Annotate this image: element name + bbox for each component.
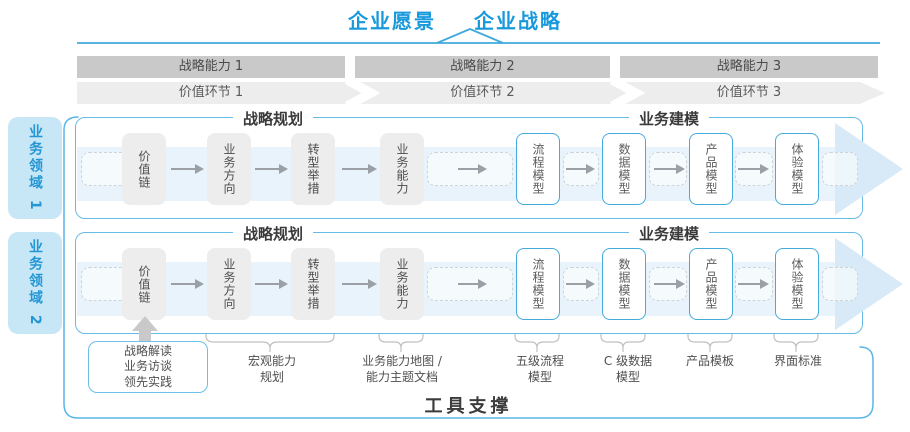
annotation-braces [205, 334, 819, 352]
box-process-model: 流程模型 [516, 248, 560, 320]
brace-icon [687, 334, 733, 352]
note-product-template: 产品模板 [686, 353, 734, 369]
arrow-right-icon [654, 164, 685, 174]
box-business-direction: 业务方向 [207, 133, 251, 205]
business-domain-row-1: 价值链 业务方向 转型举措 业务能力 流程模型 数据模型 产品模型 体验模型 战… [75, 108, 903, 219]
note-line: 规划 [259, 370, 285, 385]
note-data-model: C 级数据 模型 [604, 353, 652, 385]
box-value-chain: 价值链 [122, 248, 166, 320]
arrow-right-icon [566, 164, 595, 174]
arrow-right-icon [738, 279, 769, 289]
practice-line: 领先实践 [123, 374, 172, 389]
box-data-model: 数据模型 [602, 248, 646, 320]
box-experience-model: 体验模型 [775, 133, 819, 205]
value-chain-label-2: 价值环节 2 [450, 85, 515, 100]
box-business-capability: 业务能力 [380, 133, 424, 205]
box-product-model: 产品模型 [689, 133, 733, 205]
capability-bar-1: 战略能力 1 [77, 56, 345, 78]
note-line: 宏观能力 [247, 354, 297, 368]
capability-bar-3: 战略能力 3 [620, 56, 878, 78]
note-ui-standard: 界面标准 [774, 353, 822, 369]
header-title: 企业愿景 企业战略 [0, 5, 910, 34]
capability-bar-2: 战略能力 2 [355, 56, 610, 78]
arrow-right-icon [171, 164, 204, 174]
note-line: 业务能力地图 / [362, 354, 442, 368]
business-domain-row-2: 价值链 业务方向 转型举措 业务能力 流程模型 数据模型 产品模型 体验模型 战… [75, 223, 903, 334]
arrow-right-icon [458, 279, 487, 289]
arrow-right-icon [738, 164, 769, 174]
note-macro-capability: 宏观能力 规划 [248, 353, 296, 385]
note-line: 模型 [615, 370, 641, 385]
sidebar-domain-1: 业务领域 1 [8, 117, 62, 219]
note-line: 产品模板 [685, 354, 735, 368]
note-line: 界面标准 [773, 354, 823, 368]
section-title-strategic-planning: 战略规划 [232, 108, 314, 129]
dashed-placeholder [822, 152, 858, 186]
section-title-business-modeling: 业务建模 [628, 223, 710, 244]
practice-input-box: 战略解读 业务访谈 领先实践 [88, 341, 208, 393]
section-title-business-modeling: 业务建模 [628, 108, 710, 129]
box-experience-model: 体验模型 [775, 248, 819, 320]
brace-icon [773, 334, 819, 352]
brace-icon [514, 334, 560, 352]
practice-line: 战略解读 [123, 343, 172, 358]
practice-line: 业务访谈 [123, 359, 172, 374]
box-process-model: 流程模型 [516, 133, 560, 205]
sidebar-domain-2: 业务领域 2 [8, 232, 62, 334]
box-data-model: 数据模型 [602, 133, 646, 205]
box-business-direction: 业务方向 [207, 248, 251, 320]
vision-title: 企业愿景 [348, 9, 436, 33]
dashed-placeholder [822, 267, 858, 301]
note-capability-map: 业务能力地图 / 能力主题文档 [362, 353, 442, 385]
brace-icon [378, 334, 424, 352]
note-process-model: 五级流程 模型 [516, 353, 564, 385]
box-product-model: 产品模型 [689, 248, 733, 320]
arrow-right-icon [654, 279, 685, 289]
arrow-right-icon [171, 279, 204, 289]
arrow-right-icon [566, 279, 595, 289]
arrow-right-icon [255, 279, 288, 289]
brace-icon [600, 334, 646, 352]
value-chain-label-3: 价值环节 3 [716, 85, 782, 100]
tool-support-title: 工具支撑 [424, 396, 513, 417]
note-line: C 级数据 [603, 354, 653, 368]
arrow-right-icon [458, 164, 487, 174]
arrow-right-icon [342, 164, 377, 174]
box-transformation-initiatives: 转型举措 [291, 133, 335, 205]
note-line: 五级流程 [515, 354, 565, 368]
box-value-chain: 价值链 [122, 133, 166, 205]
box-transformation-initiatives: 转型举措 [291, 248, 335, 320]
arrow-right-icon [342, 279, 377, 289]
box-business-capability: 业务能力 [380, 248, 424, 320]
strategy-title: 企业战略 [474, 9, 562, 33]
section-title-strategic-planning: 战略规划 [232, 223, 314, 244]
arrow-right-icon [255, 164, 288, 174]
value-chain-label-1: 价值环节 1 [178, 85, 244, 100]
note-line: 能力主题文档 [365, 370, 439, 385]
note-line: 模型 [527, 370, 553, 385]
brace-icon [205, 334, 335, 352]
